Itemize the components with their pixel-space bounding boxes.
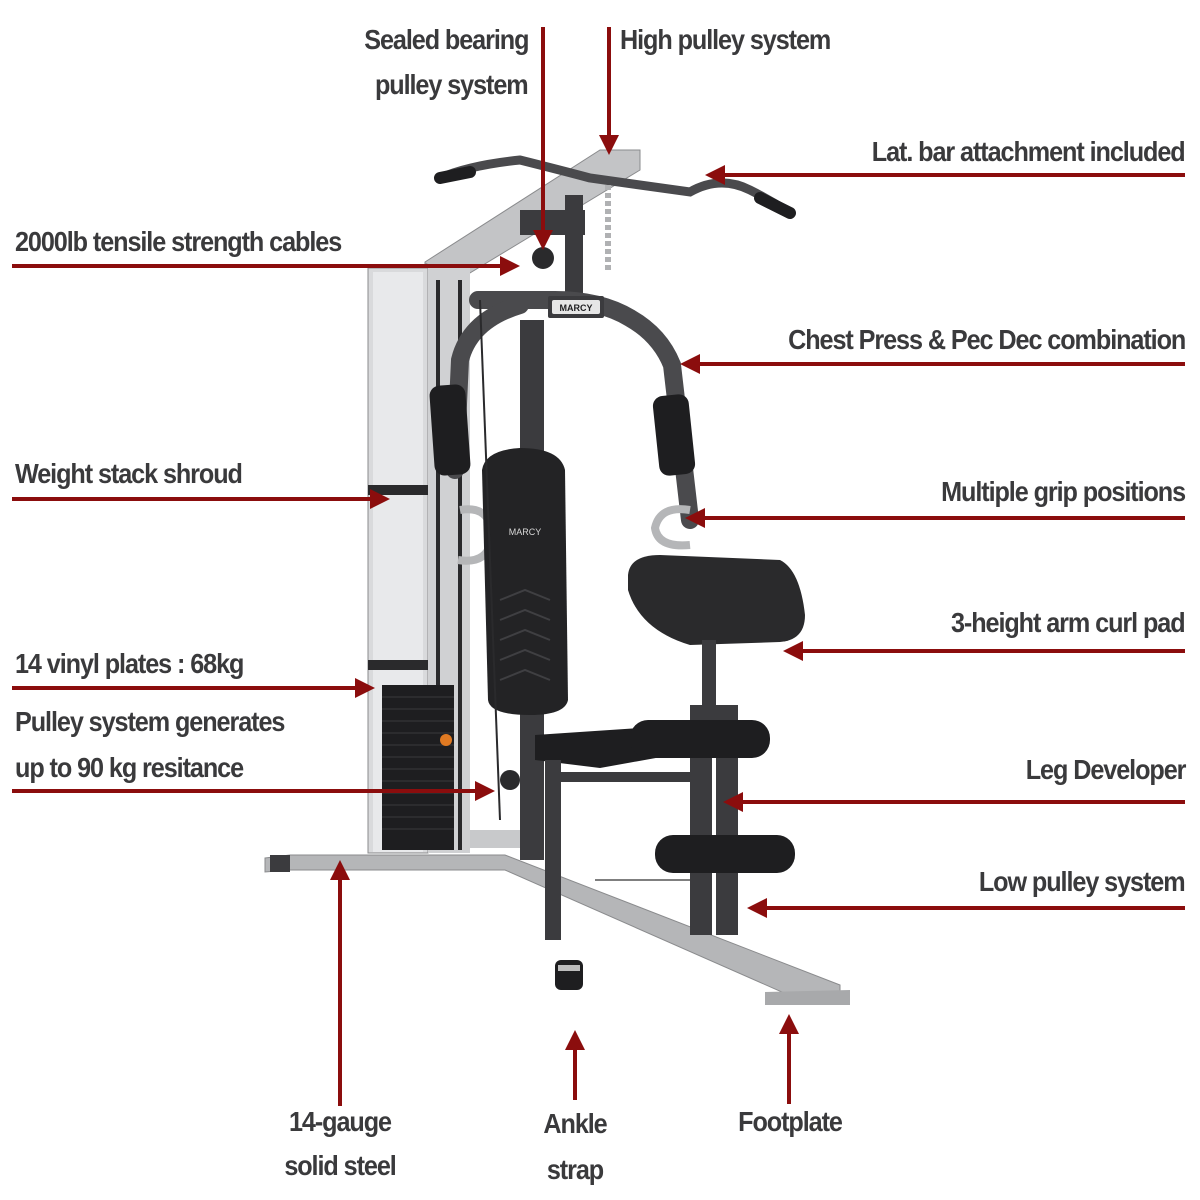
backrest-logo: MARCY	[509, 527, 542, 537]
chest-press-arrow-head-icon	[680, 354, 700, 374]
ankle-strap-arrow-head-icon	[565, 1030, 585, 1050]
cables-arrow-line	[12, 264, 502, 268]
ankle-strap-arrow-line	[573, 1048, 577, 1100]
arm-curl-pad	[628, 555, 805, 645]
pulley-resistance-arrow-head-icon	[475, 781, 495, 801]
callout-sealed-bearing-line2: pulley system	[375, 69, 529, 100]
high-pulley-arrow-head-icon	[599, 135, 619, 155]
footplate-arrow-line	[787, 1032, 791, 1104]
low-pulley-arrow-line	[767, 906, 1185, 910]
leg-developer-arrow-head-icon	[723, 792, 743, 812]
lat-bar-arrow-head-icon	[705, 165, 725, 185]
steel-arrow-head-icon	[330, 860, 350, 880]
callout-grip-positions: Multiple grip positions	[941, 476, 1186, 507]
callout-chest-press: Chest Press & Pec Dec combination	[787, 324, 1186, 355]
footplate-arrow-head-icon	[779, 1014, 799, 1034]
brand-logo: MARCY	[560, 303, 593, 313]
cables-arrow-head-icon	[500, 256, 520, 276]
callout-pulley-resistance-line2: up to 90 kg resitance	[15, 752, 244, 783]
low-pulley-arrow-head-icon	[747, 898, 767, 918]
callout-cables: 2000lb tensile strength cables	[15, 226, 342, 257]
callout-steel-line2: solid steel	[284, 1150, 396, 1181]
weight-shroud-arrow-line	[12, 497, 372, 501]
leg-developer-arrow-line	[743, 800, 1185, 804]
chest-press-arrow-line	[700, 362, 1185, 366]
callout-pulley-resistance-line1: Pulley system generates	[15, 706, 285, 737]
selector-pin	[440, 734, 452, 746]
weight-shroud-arrow-head-icon	[370, 489, 390, 509]
callout-leg-developer: Leg Developer	[1025, 754, 1186, 785]
callout-weight-shroud: Weight stack shroud	[15, 458, 243, 489]
pulley-resistance-arrow-line	[12, 789, 477, 793]
vinyl-plates-arrow-line	[12, 686, 357, 690]
callout-low-pulley: Low pulley system	[979, 866, 1186, 897]
arm-curl-arrow-head-icon	[783, 641, 803, 661]
callout-arm-curl: 3-height arm curl pad	[951, 607, 1186, 638]
callout-ankle-strap-line2: strap	[546, 1154, 604, 1185]
steel-arrow-line	[338, 878, 342, 1106]
sealed-bearing-arrow-line	[541, 27, 545, 237]
callout-ankle-strap-line1: Ankle	[543, 1108, 607, 1139]
high-pulley-arrow-line	[607, 27, 611, 142]
callout-sealed-bearing-line1: Sealed bearing	[363, 24, 529, 55]
sealed-bearing-arrow-head-icon	[533, 230, 553, 250]
ankle-strap	[555, 960, 583, 990]
callout-footplate: Footplate	[738, 1106, 843, 1137]
callout-steel-line1: 14-gauge	[288, 1106, 392, 1137]
grip-positions-arrow-head-icon	[685, 508, 705, 528]
callout-vinyl-plates: 14 vinyl plates : 68kg	[15, 648, 244, 679]
grip-positions-arrow-line	[705, 516, 1185, 520]
lat-bar-arrow-line	[725, 173, 1185, 177]
vinyl-plates-arrow-head-icon	[355, 678, 375, 698]
backrest-pad	[482, 448, 568, 715]
arm-curl-arrow-line	[803, 649, 1185, 653]
callout-lat-bar: Lat. bar attachment included	[872, 136, 1186, 167]
callout-high-pulley: High pulley system	[620, 24, 831, 55]
lat-bar	[435, 155, 795, 218]
